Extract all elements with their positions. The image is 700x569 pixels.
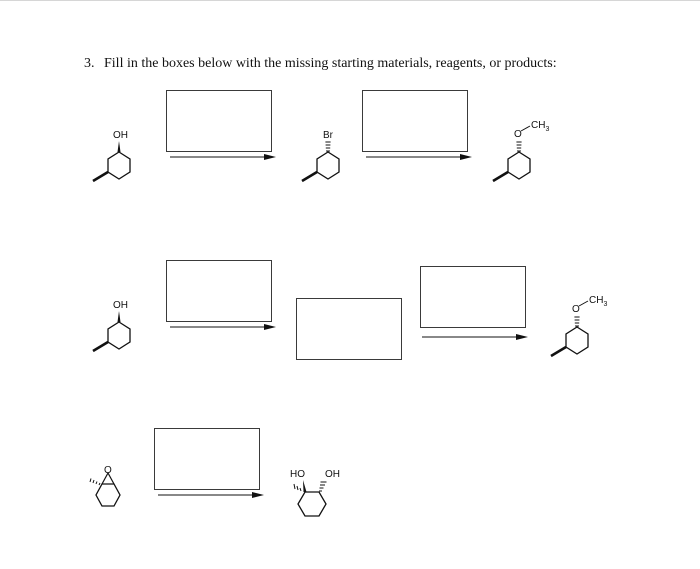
reaction-arrow-1 (170, 154, 276, 160)
answer-box-5[interactable] (420, 266, 526, 328)
question-number: 3. (84, 56, 95, 71)
br-label: Br (323, 130, 334, 141)
o-label: O (514, 129, 522, 140)
reaction-arrow-4 (422, 334, 528, 340)
molecule-epoxide: O (89, 465, 121, 507)
top-divider (0, 0, 700, 1)
o-label: O (104, 465, 112, 476)
oh-label: OH (113, 300, 128, 311)
answer-box-2[interactable] (362, 90, 468, 152)
reaction-arrow-2 (366, 154, 472, 160)
o-label: O (572, 304, 580, 315)
molecule-cyclohexanol-r1: OH (92, 130, 131, 183)
molecule-methoxycyclohexane-r1: O CH3 (492, 120, 549, 183)
molecule-methoxycyclohexane-r2: O CH3 (550, 295, 607, 358)
question-text: Fill in the boxes below with the missing… (104, 56, 557, 71)
molecule-bromocyclohexane-r1: Br (301, 130, 340, 183)
oh-label: OH (113, 130, 128, 141)
oh-label: OH (325, 469, 340, 480)
answer-box-3[interactable] (166, 260, 272, 322)
reaction-arrow-5 (158, 492, 264, 498)
answer-box-6[interactable] (154, 428, 260, 490)
answer-box-4[interactable] (296, 298, 402, 360)
ch3-label: CH3 (589, 295, 607, 308)
ho-label: HO (290, 469, 305, 480)
molecule-cyclohexanediol: HO OH (290, 469, 340, 517)
reaction-arrow-3 (170, 324, 276, 330)
question-prompt: 3. Fill in the boxes below with the miss… (84, 56, 557, 72)
molecule-cyclohexanol-r2: OH (92, 300, 131, 353)
ch3-label: CH3 (531, 120, 549, 133)
answer-box-1[interactable] (166, 90, 272, 152)
